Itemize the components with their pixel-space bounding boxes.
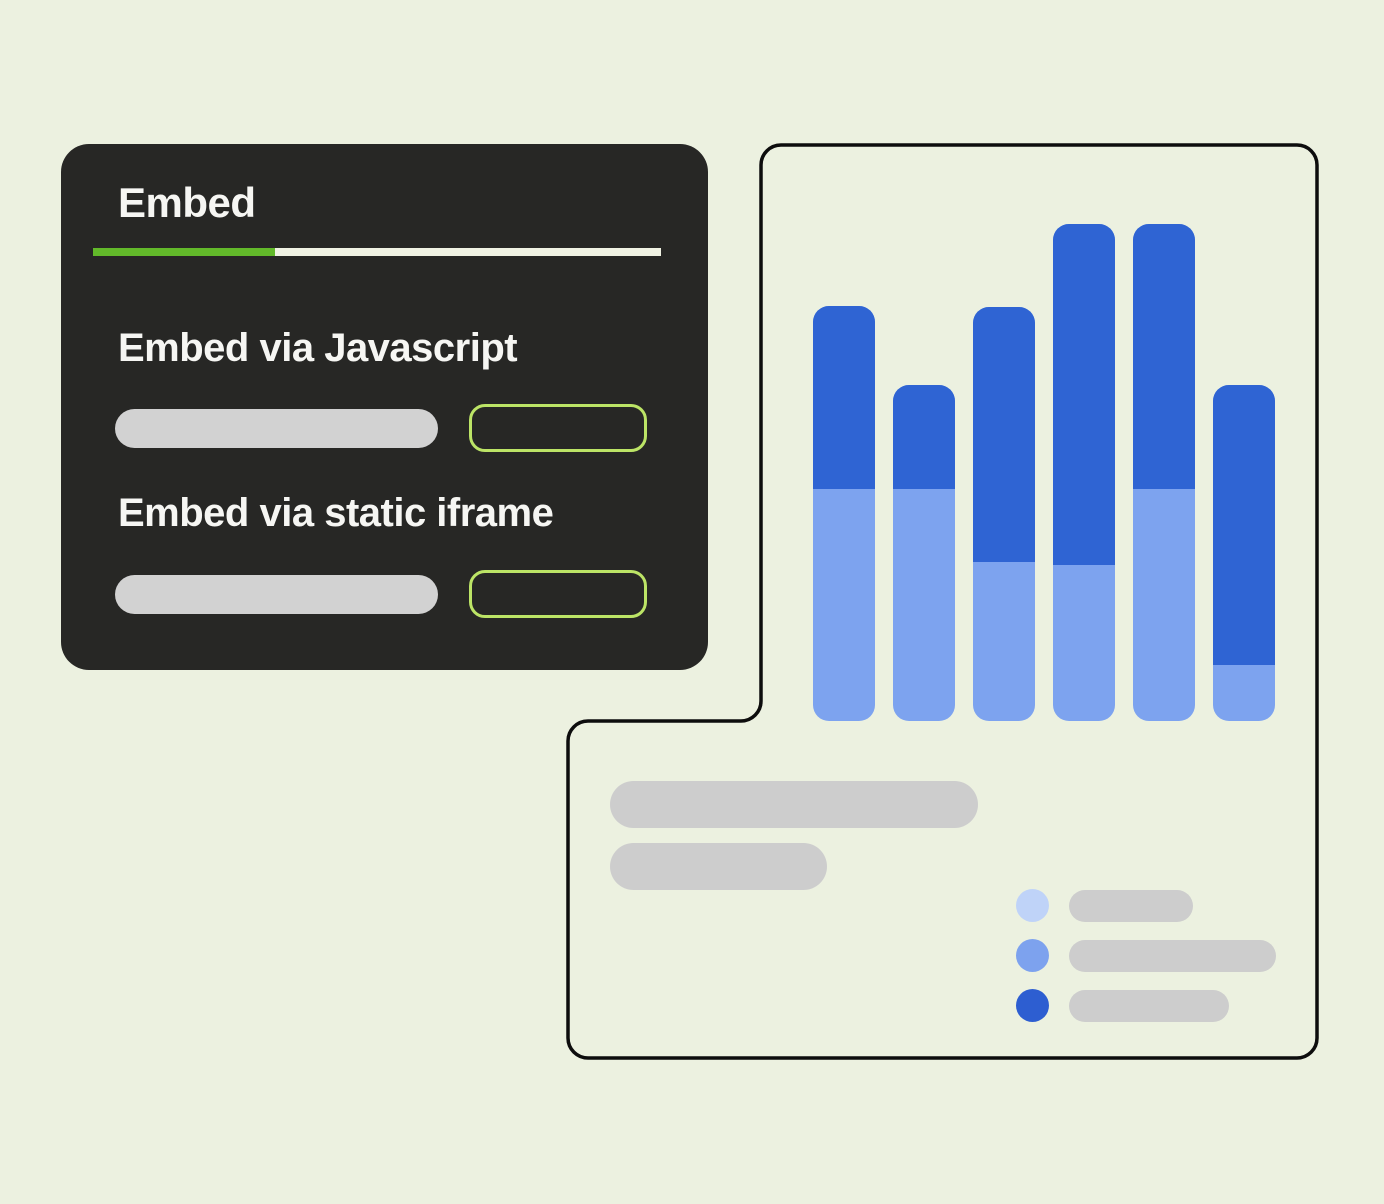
embed-js-copy-button[interactable] xyxy=(469,404,647,452)
stacked-bar xyxy=(973,307,1035,721)
embed-panel: Embed Embed via Javascript Embed via sta… xyxy=(61,144,708,670)
stacked-bar xyxy=(1213,385,1275,721)
embed-iframe-copy-button[interactable] xyxy=(469,570,647,618)
stacked-bar xyxy=(1053,224,1115,721)
progress-bar-fill xyxy=(93,248,275,256)
stacked-bar xyxy=(1133,224,1195,721)
chart-card xyxy=(560,137,1335,1077)
legend-label-placeholder xyxy=(1069,940,1276,972)
bar-segment-dark xyxy=(1053,224,1115,565)
stacked-bar xyxy=(893,385,955,721)
embed-js-code-field[interactable] xyxy=(115,409,438,448)
bar-segment-dark xyxy=(1133,224,1195,489)
embed-panel-title: Embed xyxy=(118,179,256,226)
progress-bar-track xyxy=(93,248,661,256)
legend-swatch-dark xyxy=(1016,989,1049,1022)
embed-js-heading: Embed via Javascript xyxy=(118,326,518,370)
legend-label-placeholder xyxy=(1069,890,1193,922)
bar-segment-dark xyxy=(973,307,1035,562)
stacked-bar xyxy=(813,306,875,721)
embed-iframe-heading: Embed via static iframe xyxy=(118,491,554,535)
legend-label-placeholder xyxy=(1069,990,1229,1022)
legend-swatch-light xyxy=(1016,889,1049,922)
chart-title-placeholder xyxy=(610,781,978,828)
embed-iframe-code-field[interactable] xyxy=(115,575,438,614)
bar-segment-dark xyxy=(893,385,955,489)
bar-segment-dark xyxy=(1213,385,1275,665)
chart-subtitle-placeholder xyxy=(610,843,827,890)
bar-segment-dark xyxy=(813,306,875,489)
legend-swatch-medium xyxy=(1016,939,1049,972)
